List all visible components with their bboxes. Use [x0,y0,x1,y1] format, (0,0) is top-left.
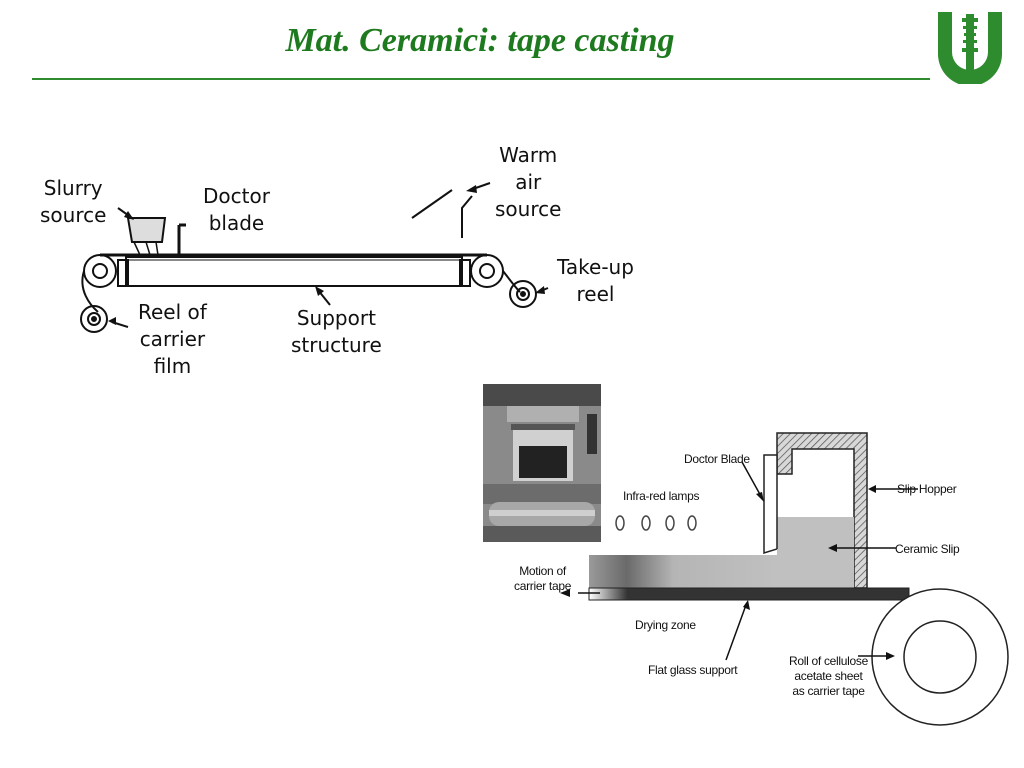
slide-title: Mat. Ceramici: tape casting [285,22,675,59]
support-structure-bar [125,256,463,287]
label-support-structure: Support structure [291,306,382,357]
label-reel-of-carrier-film: Reel of carrier film [138,300,207,378]
label2-motion-of-carrier-tape: Motion of carrier tape [514,564,572,593]
slip-hopper-wall [776,432,868,589]
label2-flat-glass-support: Flat glass support [648,663,738,677]
label2-drying-zone: Drying zone [635,618,696,632]
label2-roll-of-cellulose: Roll of cellulose acetate sheet as carri… [789,654,868,698]
take-up-reel [509,280,537,308]
title-divider [32,78,930,80]
university-logo [938,12,1002,84]
warm-air-vent-right [461,195,473,238]
label2-slip-hopper: Slip Hopper [897,482,957,496]
label2-infra-red-lamps: Infra-red lamps [623,489,700,503]
warm-air-vent-left [411,189,453,219]
label-doctor-blade: Doctor blade [203,184,270,235]
label2-doctor-blade: Doctor Blade [684,452,750,466]
label-slurry-source: Slurry source [40,176,107,227]
label-warm-air-source: Warm air source [495,143,562,221]
reel-of-carrier-film [80,305,108,333]
label-take-up-reel: Take-up reel [557,255,634,306]
carrier-tape [588,587,910,601]
doctor-blade-shape [177,223,186,255]
cellulose-roll [871,588,1009,726]
infra-red-lamps-group [615,515,697,531]
tape-caster-photo [483,384,601,542]
drying-cast-tape [589,555,777,588]
doctor-blade-part [763,454,778,555]
label2-ceramic-slip: Ceramic Slip [895,542,960,556]
slurry-source-box [126,217,167,243]
